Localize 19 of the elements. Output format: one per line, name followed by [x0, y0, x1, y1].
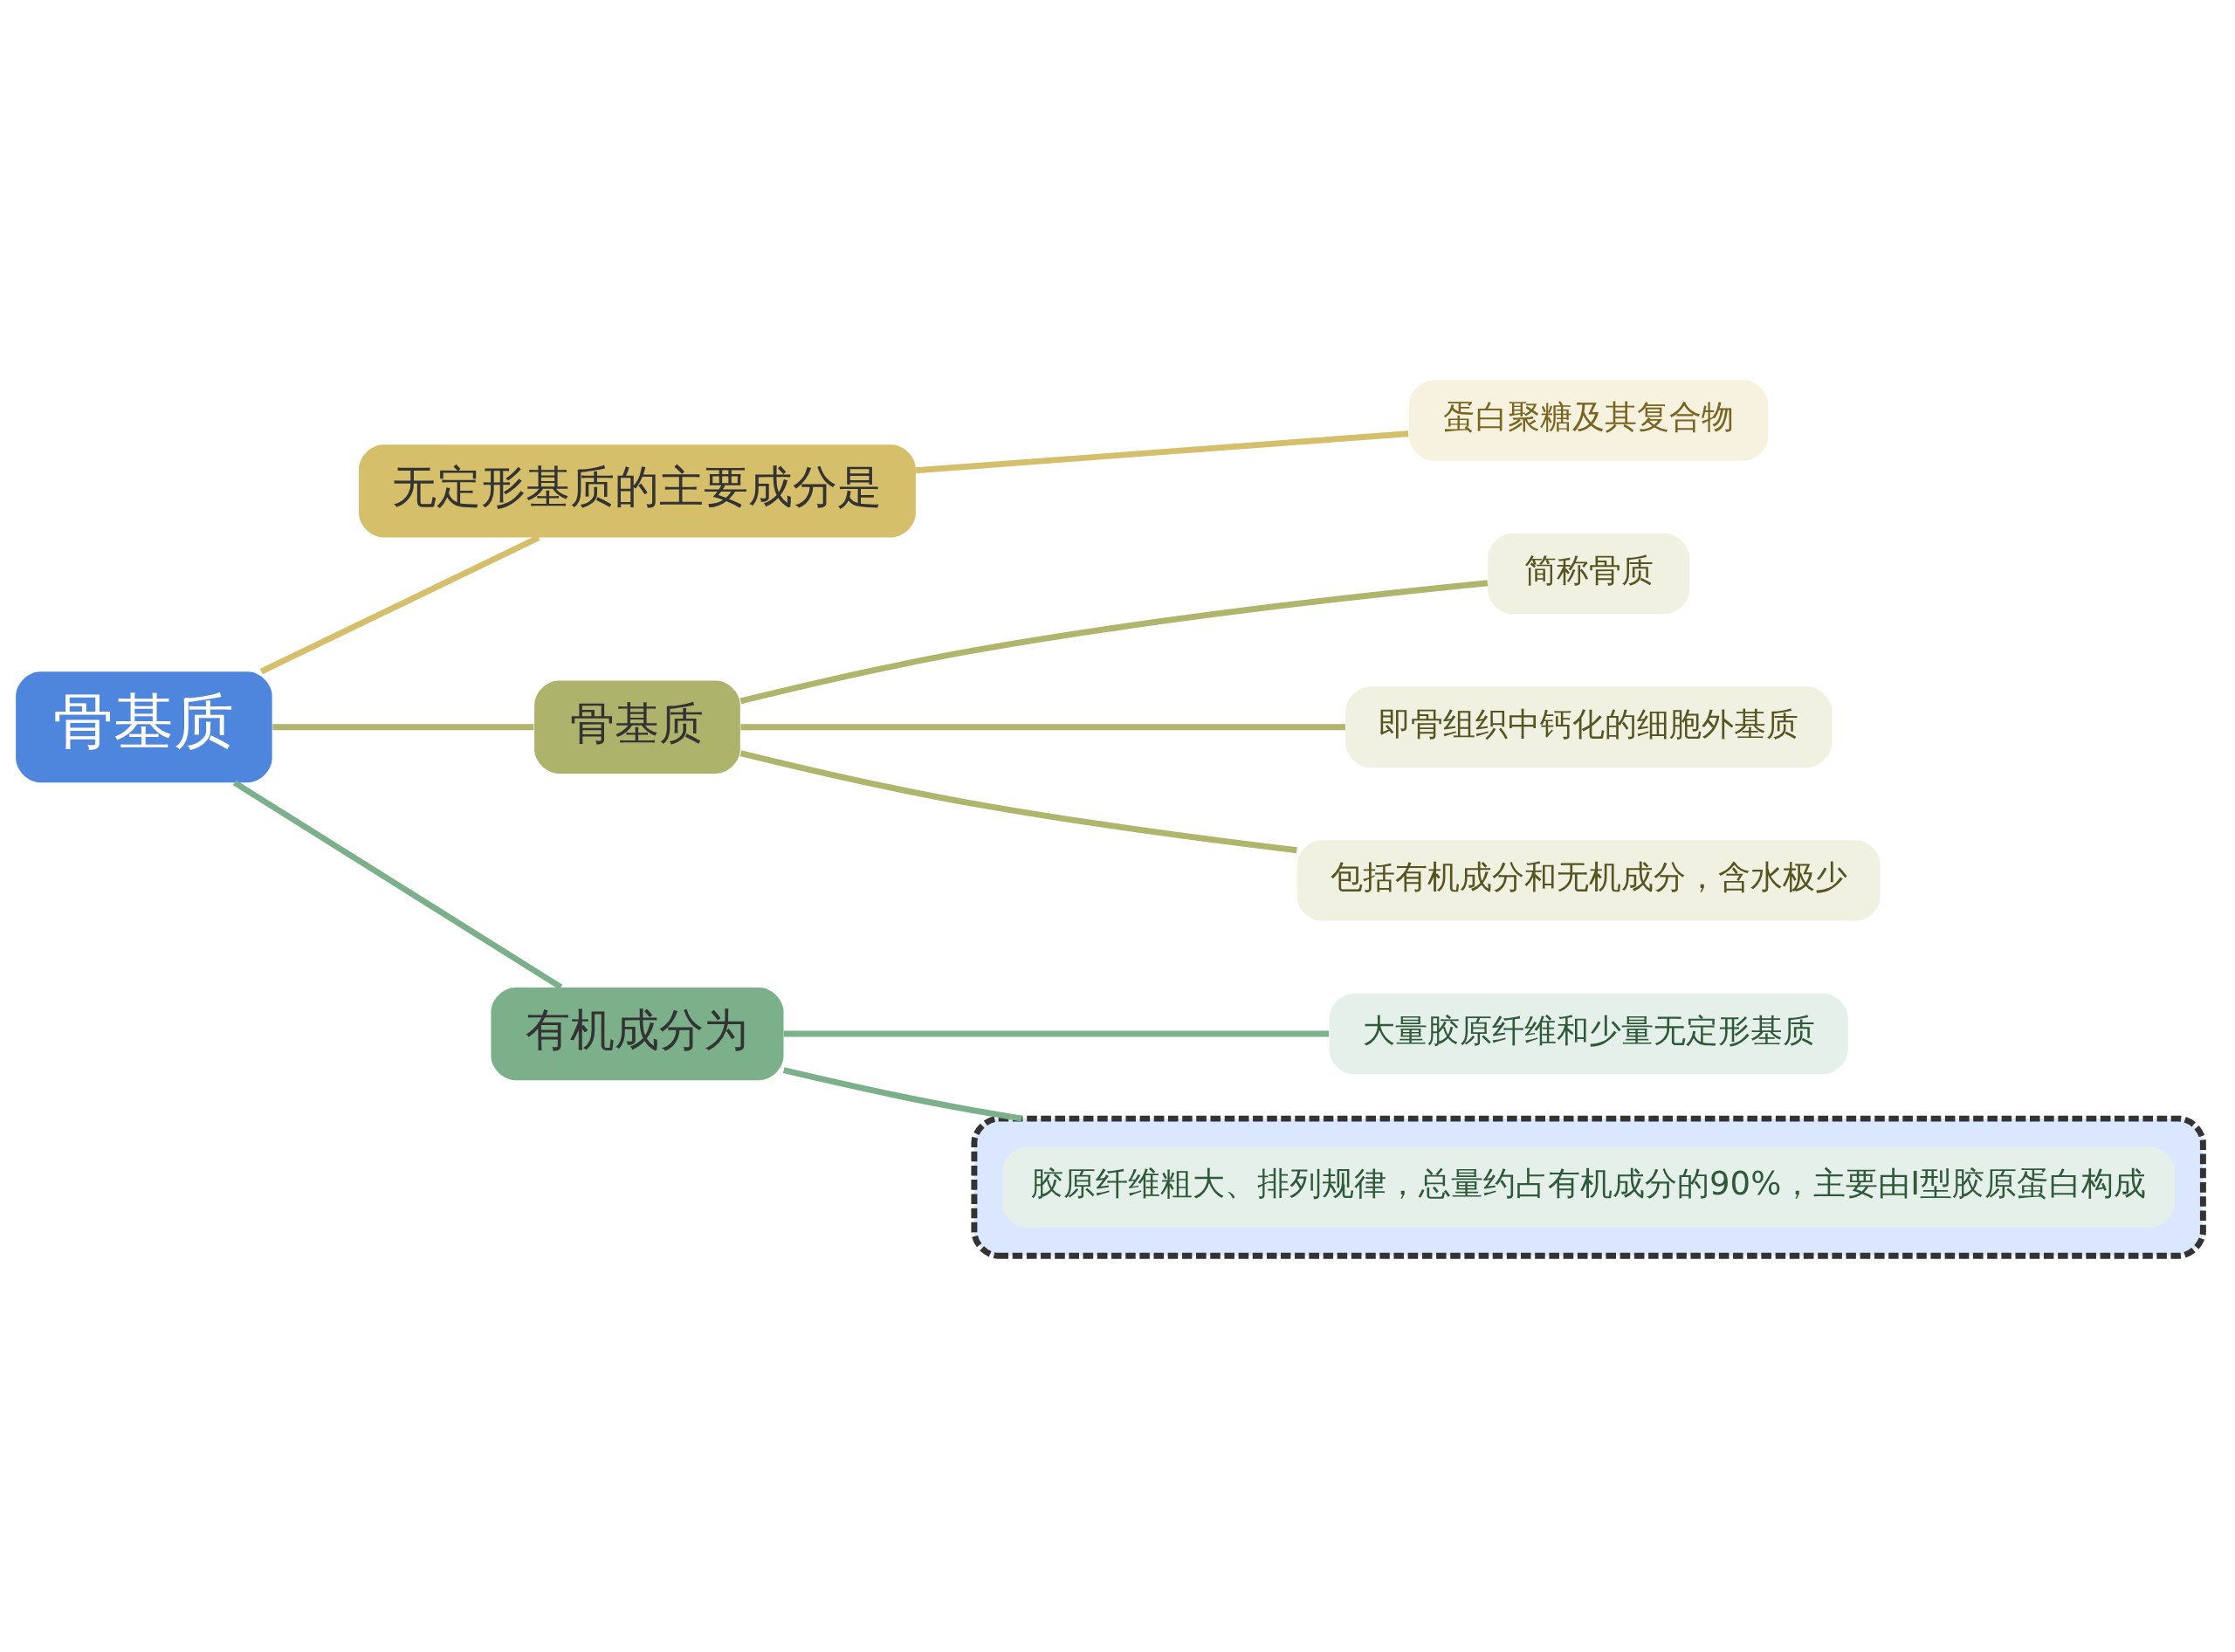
- node-box: 大量胶原纤维和少量无定形基质: [1329, 993, 1848, 1075]
- connector: [232, 780, 563, 990]
- node-box: 即骨组织中钙化的细胞外基质: [1345, 686, 1833, 767]
- connector: [272, 724, 534, 731]
- node-box: 蛋白聚糖及其复合物: [1408, 380, 1769, 461]
- connector: [739, 580, 1489, 705]
- connector: [259, 534, 540, 675]
- node-box: 骨基质: [534, 680, 740, 774]
- node-box: 简称骨质: [1488, 533, 1690, 615]
- node-box: 骨基质: [16, 671, 272, 783]
- cluster: [971, 1115, 2206, 1259]
- connector: [740, 724, 1345, 731]
- node-box: 有机成分为: [491, 987, 784, 1081]
- connector: [739, 750, 1297, 854]
- node-box: 包括有机成分和无机成分，含水极少: [1296, 840, 1881, 921]
- connector: [783, 1030, 1330, 1037]
- connector: [915, 430, 1409, 474]
- node-box: 无定形基质的主要成分是: [359, 444, 916, 538]
- connector: [782, 1067, 1022, 1122]
